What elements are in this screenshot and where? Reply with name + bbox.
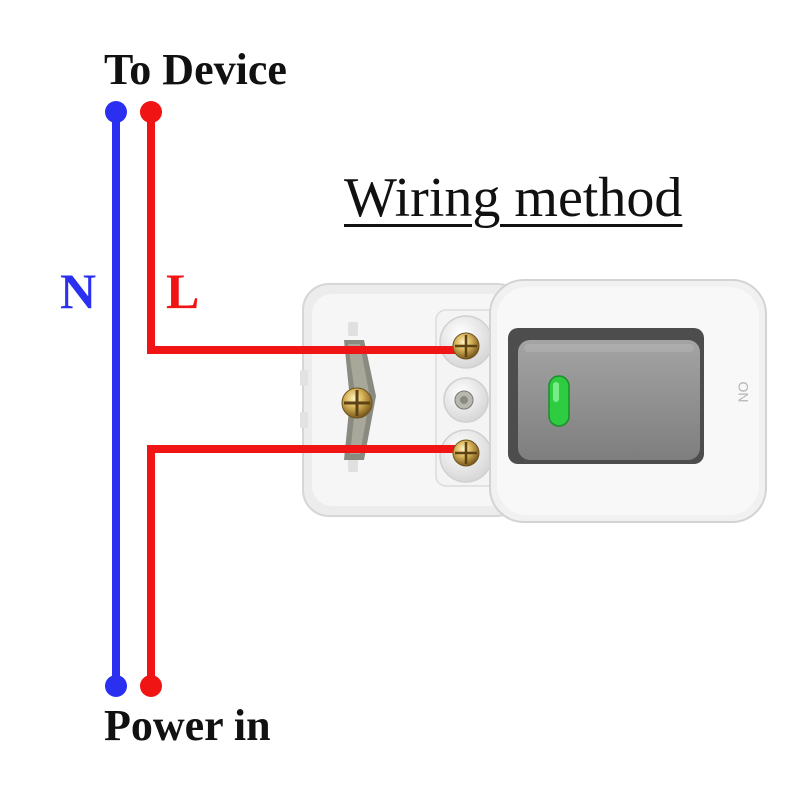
live-wire-to-device [140,101,466,354]
live-label: L [166,263,200,319]
neutral-top-terminal-dot [105,101,127,123]
neutral-label: N [60,263,97,319]
to-device-label: To Device [104,45,287,94]
power-in-label: Power in [104,701,271,750]
live-top-terminal-dot [140,101,162,123]
rocker-button[interactable] [518,340,700,460]
switch-on-mark: ON [735,381,752,403]
mount-screw-icon [341,387,373,419]
indicator-light-icon [548,375,570,427]
live-bottom-terminal-dot [140,675,162,697]
wiring-method-title: Wiring method [344,167,683,229]
center-screw-icon [454,390,474,410]
terminal-screw-icon [452,332,480,360]
neutral-wire [105,101,127,697]
terminal-screw-icon [452,439,480,467]
neutral-bottom-terminal-dot [105,675,127,697]
live-wire-power-in [140,445,466,697]
